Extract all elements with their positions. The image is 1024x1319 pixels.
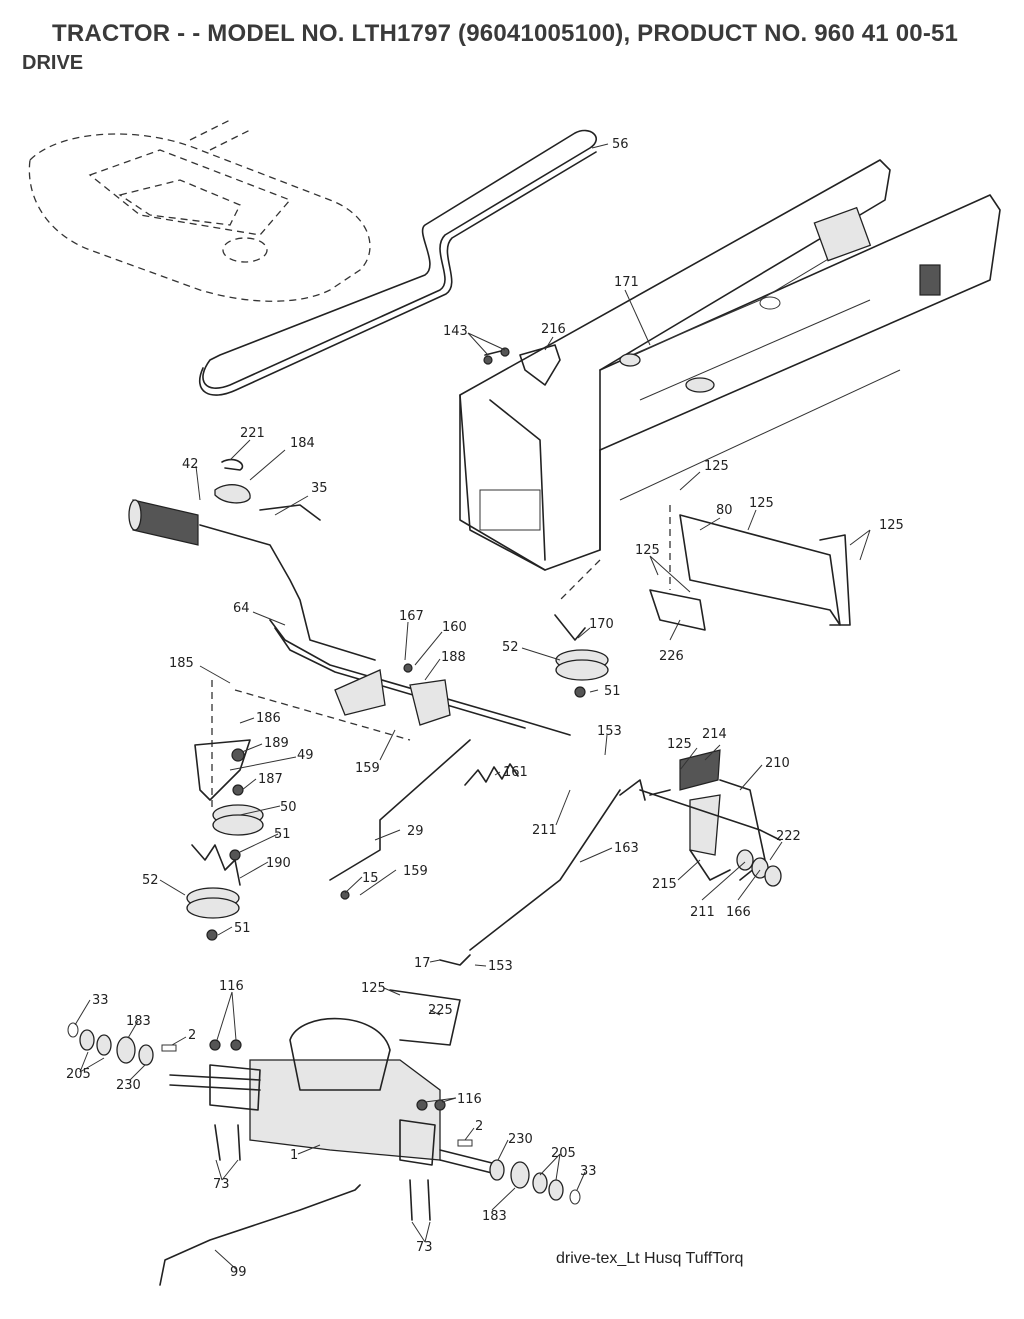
callout-210: 210 (765, 756, 790, 771)
callout-205b: 205 (551, 1146, 576, 1161)
mounting-bracket-80 (559, 505, 851, 631)
callout-185: 185 (169, 656, 194, 671)
callout-143: 143 (443, 324, 468, 339)
callout-159a: 159 (355, 761, 380, 776)
axle-washers-right (457, 1139, 581, 1205)
callout-64: 64 (233, 601, 250, 616)
drawing-id: drive-tex_Lt Husq TuffTorq (556, 1250, 744, 1267)
callout-50: 50 (280, 800, 297, 815)
callout-166: 166 (726, 905, 751, 920)
callout-159b: 159 (403, 864, 428, 879)
callout-73b: 73 (416, 1240, 433, 1255)
callout-125c: 125 (879, 518, 904, 533)
callout-125f: 125 (361, 981, 386, 996)
callout-116a: 116 (219, 979, 244, 994)
callout-125e: 125 (667, 737, 692, 752)
clutch-brackets (334, 663, 451, 726)
callout-170: 170 (589, 617, 614, 632)
transaxle-assembly (169, 989, 501, 1221)
callout-51b: 51 (274, 827, 291, 842)
idler-assembly-left (186, 680, 411, 941)
callout-33b: 33 (580, 1164, 597, 1179)
callout-116b: 116 (457, 1092, 482, 1107)
section-title: DRIVE (22, 52, 84, 74)
callout-163: 163 (614, 841, 639, 856)
callout-42: 42 (182, 457, 199, 472)
callout-183a: 183 (126, 1014, 151, 1029)
callout-183b: 183 (482, 1209, 507, 1224)
callout-1: 1 (290, 1148, 298, 1163)
callout-189: 189 (264, 736, 289, 751)
callout-215: 215 (652, 877, 677, 892)
callout-221: 221 (240, 426, 265, 441)
callout-161: 161 (503, 765, 528, 780)
control-rods (199, 504, 571, 736)
callout-167: 167 (399, 609, 424, 624)
callout-51a: 51 (604, 684, 621, 699)
callout-49: 49 (297, 748, 314, 763)
pedal-grip-42 (128, 499, 199, 546)
springs-and-rods (329, 739, 621, 966)
drive-belt (198, 129, 597, 396)
callout-153b: 153 (488, 959, 513, 974)
callout-80: 80 (716, 503, 733, 518)
callout-99: 99 (230, 1265, 247, 1280)
callout-225: 225 (428, 1003, 453, 1018)
callout-214: 214 (702, 727, 727, 742)
callout-230a: 230 (116, 1078, 141, 1093)
callout-153a: 153 (597, 724, 622, 739)
callout-56: 56 (612, 137, 629, 152)
callout-73a: 73 (213, 1177, 230, 1192)
page-title: TRACTOR - - MODEL NO. LTH1797 (960410051… (52, 20, 959, 47)
callout-184: 184 (290, 436, 315, 451)
callout-205a: 205 (66, 1067, 91, 1082)
callout-125b: 125 (749, 496, 774, 511)
callout-186: 186 (256, 711, 281, 726)
callout-171: 171 (614, 275, 639, 290)
callout-52a: 52 (502, 640, 519, 655)
callout-125a: 125 (704, 459, 729, 474)
callout-230b: 230 (508, 1132, 533, 1147)
bracket-216 (483, 344, 561, 386)
callout-216: 216 (541, 322, 566, 337)
callout-2b: 2 (475, 1119, 483, 1134)
callout-17: 17 (414, 956, 431, 971)
clip-and-knob (214, 458, 251, 504)
axle-washers-left (67, 1022, 177, 1066)
callout-15: 15 (362, 871, 379, 886)
callout-labels: 56 171 216 143 221 184 42 35 125 80 125 … (66, 137, 904, 1280)
callout-222: 222 (776, 829, 801, 844)
tractor-frame (459, 159, 1001, 571)
callout-187: 187 (258, 772, 283, 787)
mower-deck-outline (28, 119, 371, 302)
callout-160: 160 (442, 620, 467, 635)
leader-lines (74, 143, 871, 1271)
callout-188: 188 (441, 650, 466, 665)
callout-33a: 33 (92, 993, 109, 1008)
callout-211b: 211 (690, 905, 715, 920)
callout-211a: 211 (532, 823, 557, 838)
idler-assembly-right (554, 614, 609, 698)
callout-51c: 51 (234, 921, 251, 936)
callout-190: 190 (266, 856, 291, 871)
pedal-assembly (619, 749, 782, 887)
callout-125d: 125 (635, 543, 660, 558)
callout-2a: 2 (188, 1028, 196, 1043)
callout-29: 29 (407, 824, 424, 839)
bypass-rod-99 (159, 1184, 361, 1286)
callout-52b: 52 (142, 873, 159, 888)
callout-226: 226 (659, 649, 684, 664)
callout-35: 35 (311, 481, 328, 496)
